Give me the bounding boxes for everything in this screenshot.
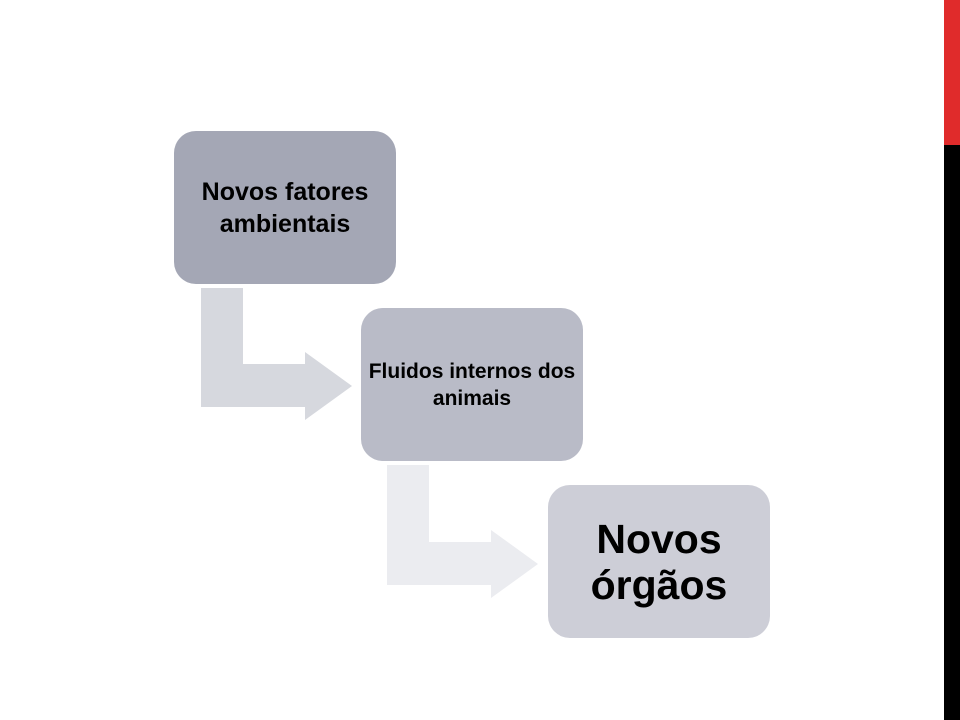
- step-label: Novos fatores ambientais: [201, 177, 369, 238]
- step-label: Fluidos internos dos animais: [368, 359, 576, 410]
- bent-arrow-2: [387, 465, 538, 598]
- accent-bar-red: [944, 0, 960, 145]
- step-box-environmental-factors: Novos fatores ambientais: [174, 131, 396, 284]
- step-box-internal-fluids: Fluidos internos dos animais: [361, 308, 583, 461]
- accent-bar-black: [944, 145, 960, 720]
- step-box-new-organs: Novos órgãos: [548, 485, 770, 638]
- bent-arrow-1: [201, 288, 352, 420]
- step-label: Novos órgãos: [590, 515, 728, 608]
